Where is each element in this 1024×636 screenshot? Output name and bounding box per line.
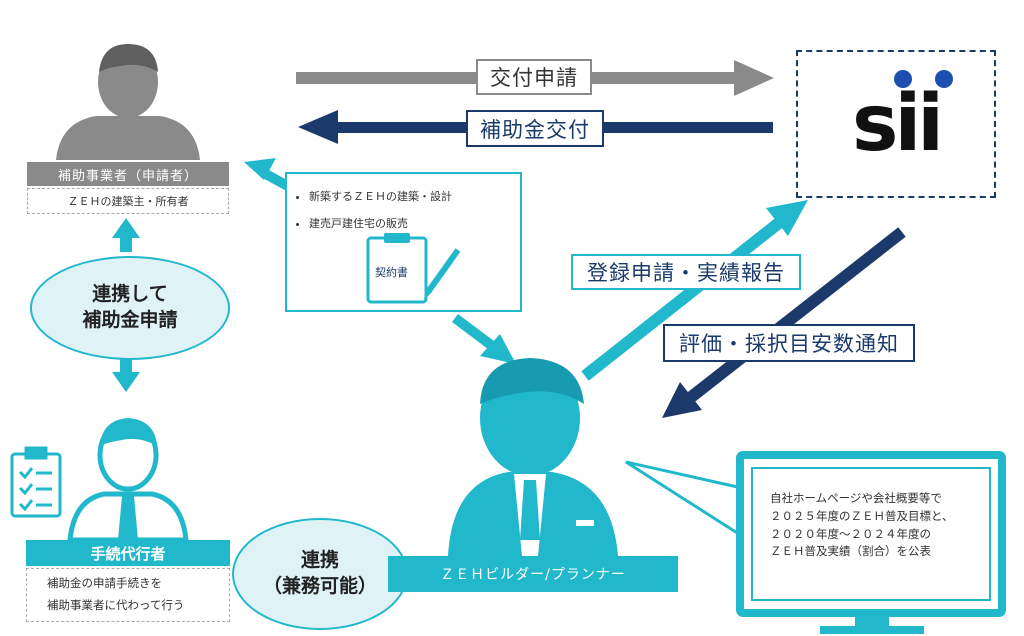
collaboration-line2: 補助金申請 (82, 309, 178, 331)
monitor-line-2: ２０２５年度のＺＥＨ普及目標と、 (770, 508, 954, 523)
concurrent-line1: 連携 (300, 549, 339, 572)
sii-dot-1 (894, 70, 912, 88)
sii-dot-2 (935, 70, 953, 88)
applicant-person-icon (56, 44, 200, 160)
concurrent-role-ellipse: 連携 （兼務可能） (232, 518, 408, 630)
label-application: 交付申請 (476, 59, 592, 95)
contract-item-1: 新築するＺＥＨの建築・設計 (309, 188, 520, 204)
agent-description: 補助金の申請手続きを 補助事業者に代わって行う (26, 568, 230, 622)
monitor-line-4: ＺＥＨ普及実績（割合）を公表 (770, 544, 931, 559)
arrow-applicant-ellipse (112, 218, 140, 252)
label-subsidy-payment: 補助金交付 (466, 110, 604, 147)
applicant-subtitle: ＺＥＨの建築主・所有者 (27, 188, 229, 214)
agent-desc-line1: 補助金の申請手続きを (47, 576, 162, 591)
builder-title: ＺＥＨビルダー/プランナー (388, 556, 678, 592)
builder-person-icon (448, 358, 618, 556)
arrow-registration (581, 200, 808, 381)
collaboration-line1: 連携して (92, 283, 168, 306)
sii-logo-box: sii (796, 50, 996, 198)
speech-pointer (625, 460, 744, 539)
contract-document-icon (366, 233, 461, 304)
agent-person-icon (67, 418, 189, 543)
applicant-title: 補助事業者（申請者） (27, 162, 229, 186)
collaboration-ellipse: 連携して 補助金申請 (30, 256, 230, 360)
contract-document-label: 契約書 (375, 266, 408, 279)
concurrent-line2: （兼務可能） (262, 575, 377, 597)
contract-item-2: 建売戸建住宅の販売 (309, 215, 520, 231)
monitor-line-3: ２０２０年度～２０２４年度の (770, 526, 931, 541)
monitor-text: 自社ホームページや会社概要等で ２０２５年度のＺＥＨ普及目標と、 ２０２０年度～… (770, 490, 954, 561)
arrow-to-builder (452, 314, 516, 364)
label-registration-report: 登録申請・実績報告 (571, 254, 801, 290)
sii-logo: sii (852, 79, 944, 169)
arrow-ellipse-agent (112, 356, 140, 392)
label-evaluation-notice: 評価・採択目安数通知 (663, 324, 915, 362)
clipboard-icon (10, 446, 62, 518)
agent-desc-line2: 補助事業者に代わって行う (47, 598, 185, 612)
arrow-notification (662, 227, 906, 418)
agent-title: 手続代行者 (26, 540, 230, 566)
monitor-icon (736, 451, 1006, 634)
monitor-line-1: 自社ホームページや会社概要等で (770, 491, 942, 505)
